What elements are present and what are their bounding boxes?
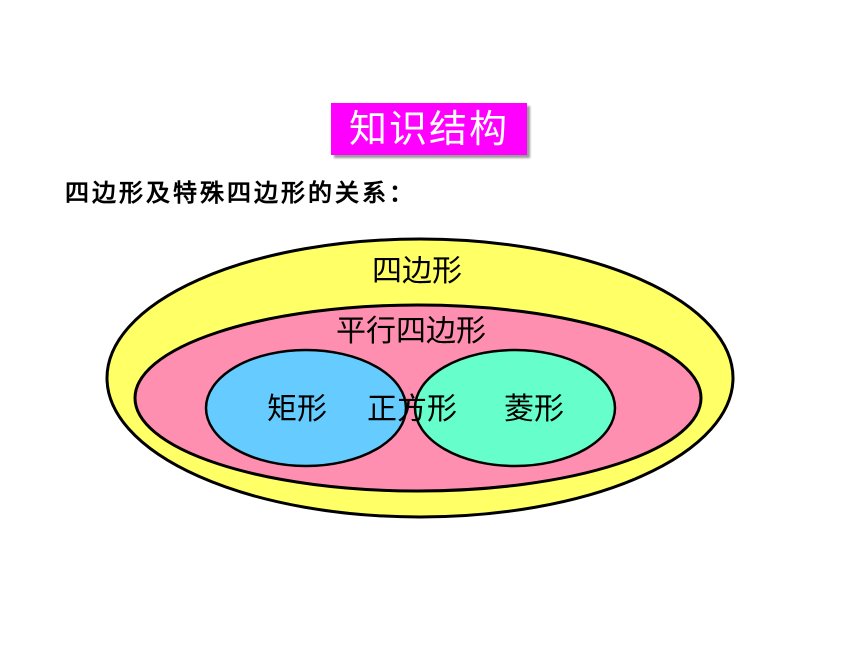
diagram-subtitle: 四边形及特殊四边形的关系： bbox=[65, 178, 416, 207]
label-rhombus: 菱形 bbox=[504, 392, 564, 427]
page-title: 知识结构 bbox=[348, 107, 509, 151]
set-rectangle bbox=[204, 348, 408, 468]
set-rhombus bbox=[413, 348, 617, 468]
label-parallelogram: 平行四边形 bbox=[336, 314, 486, 349]
label-rectangle: 矩形 bbox=[267, 392, 327, 427]
label-quadrilateral: 四边形 bbox=[372, 254, 462, 289]
label-square: 正方形 bbox=[367, 392, 457, 427]
title-banner: 知识结构 bbox=[331, 103, 527, 155]
